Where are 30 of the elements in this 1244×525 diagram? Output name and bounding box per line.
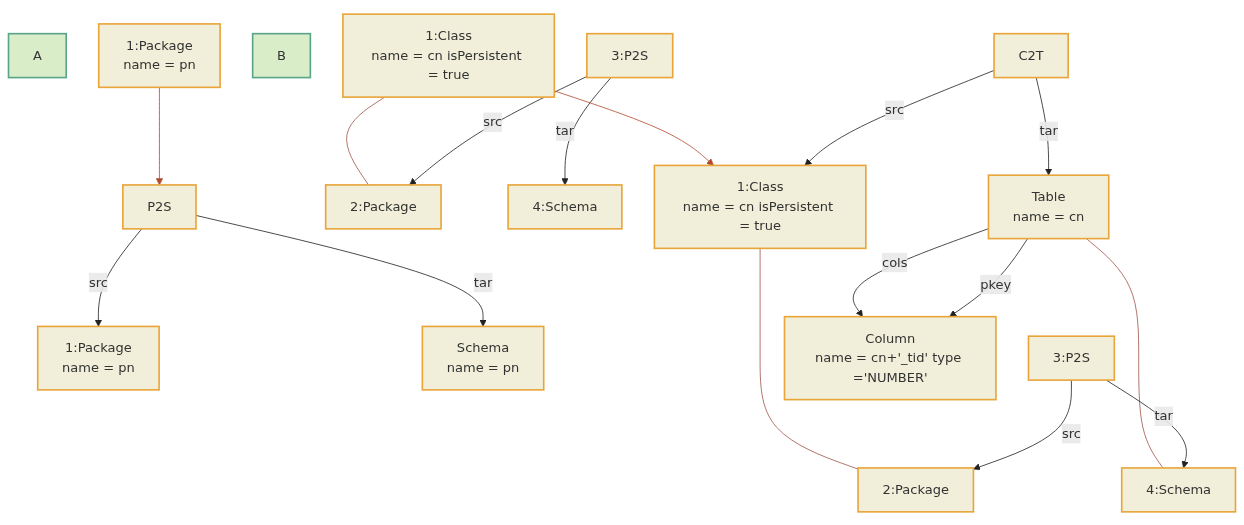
edge-label: src xyxy=(483,113,503,129)
node-box: A xyxy=(7,32,68,78)
edge-label: src xyxy=(88,273,108,290)
node-box: Column name = cn+'_tid' type ='NUMBER' xyxy=(783,315,997,400)
edge-label: src xyxy=(1061,425,1081,441)
node-box: Table name = cn xyxy=(987,173,1110,239)
node-box: 1:Class name = cn isPersistent = true xyxy=(342,12,556,98)
edge-label: tar xyxy=(473,273,493,290)
node-box: Schema name = pn xyxy=(421,325,545,391)
edge-label: tar xyxy=(1039,122,1058,139)
edge-label: cols xyxy=(882,253,908,270)
node-box: 2:Package xyxy=(324,183,442,230)
node-box: P2S xyxy=(122,183,197,230)
node-box: 4:Schema xyxy=(1120,466,1237,513)
connector xyxy=(1086,237,1164,468)
node-box: 3:P2S xyxy=(1027,334,1116,381)
node-box: 3:P2S xyxy=(586,32,674,78)
node-box: B xyxy=(251,32,312,78)
connector xyxy=(759,247,859,469)
edge-label: tar xyxy=(555,122,575,139)
node-box: 2:Package xyxy=(857,466,975,513)
node-box: C2T xyxy=(993,32,1069,78)
connector xyxy=(346,96,386,185)
edge-label: src xyxy=(885,101,905,117)
node-box: 4:Schema xyxy=(507,183,623,230)
node-box: 1:Package name = pn xyxy=(97,22,221,88)
edge-label: pkey xyxy=(980,275,1012,292)
edge-label: tar xyxy=(1154,407,1173,424)
node-box: 1:Class name = cn isPersistent = true xyxy=(653,164,867,249)
node-box: 1:Package name = pn xyxy=(36,325,160,391)
